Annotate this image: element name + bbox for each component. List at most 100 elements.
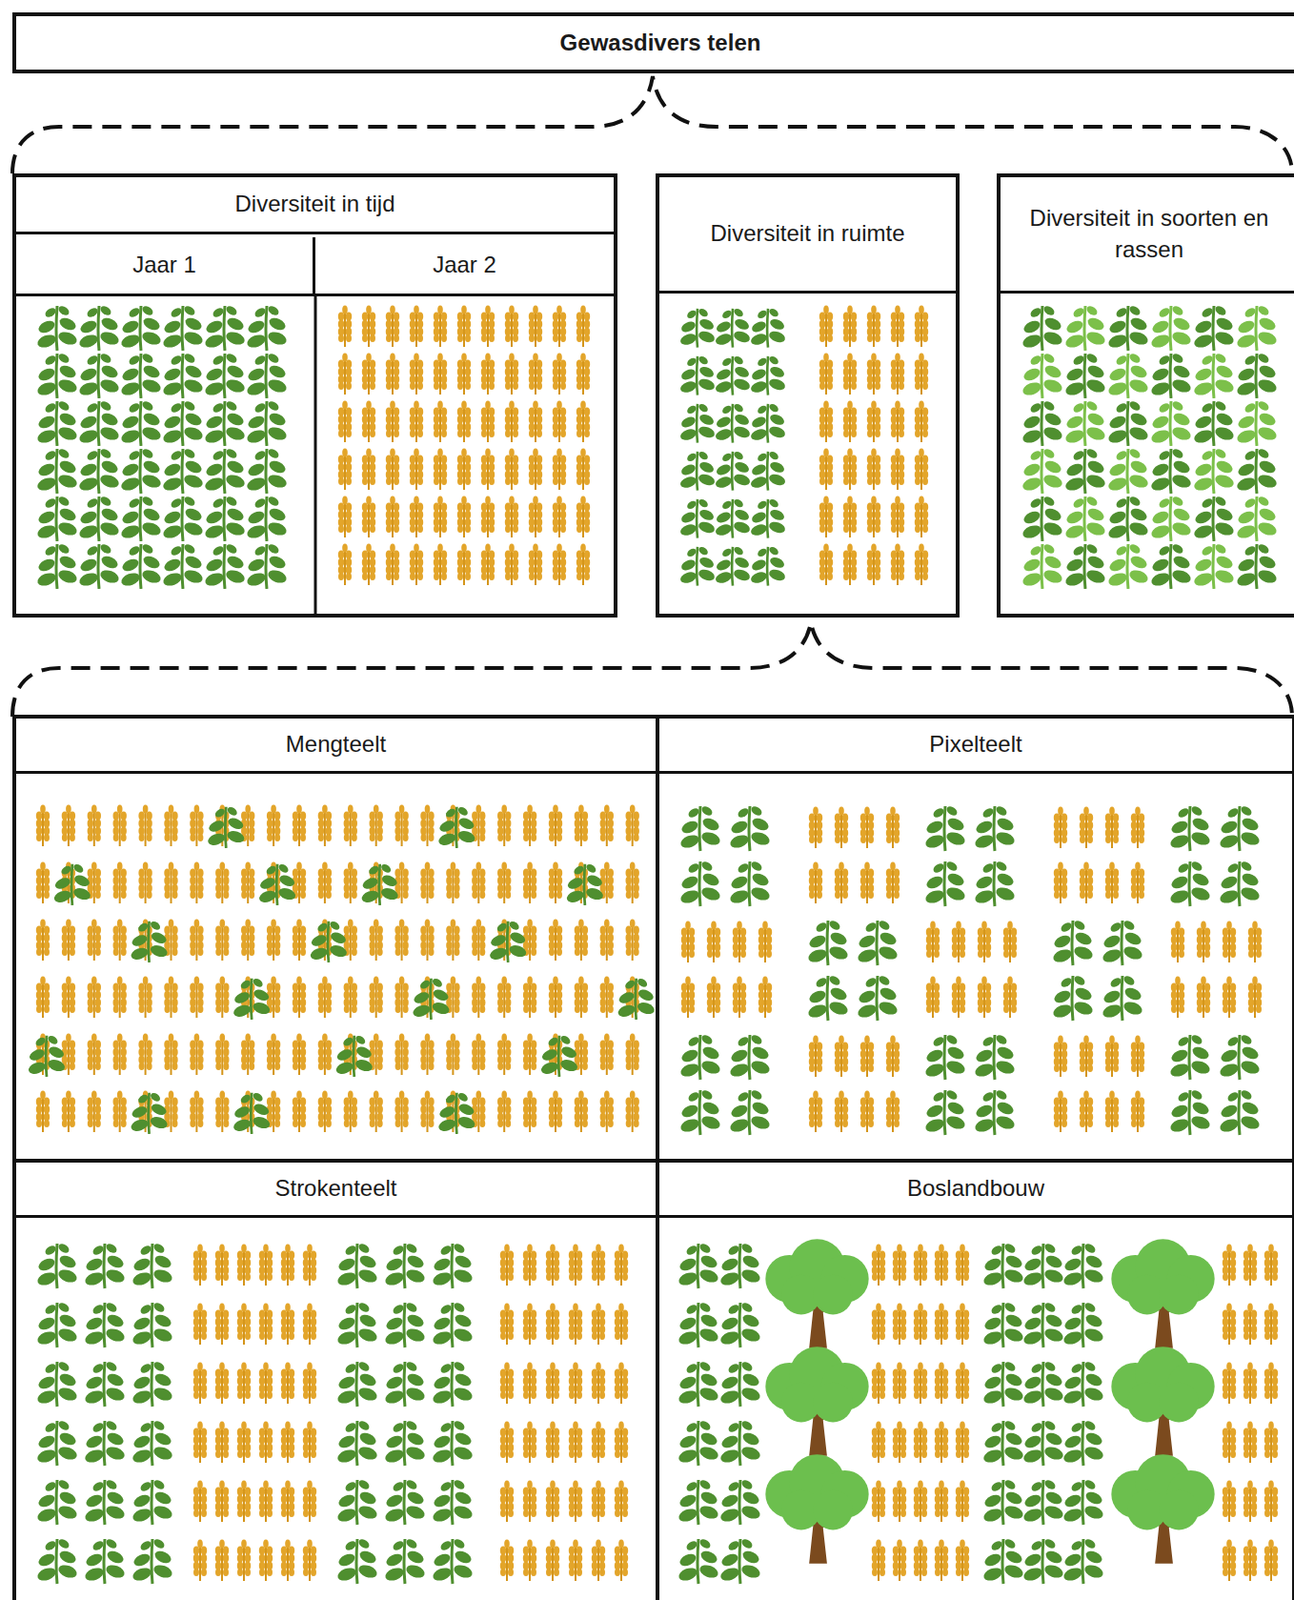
wheat-plant: [1222, 921, 1236, 964]
wheat-plant: [548, 805, 563, 848]
wheat-plant: [193, 1244, 207, 1287]
wheat-plant: [420, 862, 434, 905]
wheat-plant: [860, 807, 874, 850]
wheat-plant: [1105, 1091, 1119, 1133]
wheat-plant: [545, 1539, 560, 1582]
bean-plant: [1022, 1300, 1066, 1348]
bean-plant: [1101, 918, 1145, 966]
bean-plant: [1064, 399, 1108, 446]
wheat-plant: [433, 353, 447, 396]
wheat-plant: [626, 805, 640, 848]
bean-plant: [336, 1241, 380, 1289]
wheat-plant: [481, 496, 495, 539]
bean-plant: [1064, 303, 1108, 351]
bean-plant: [161, 303, 205, 351]
wheat-plant: [362, 496, 376, 539]
tree-icon: [765, 1346, 869, 1456]
tree-icon: [1111, 1454, 1214, 1564]
bean-plant: [1235, 446, 1279, 494]
wheat-plant: [369, 976, 384, 1019]
wheat-plant: [890, 544, 905, 587]
wheat-plant: [552, 448, 567, 491]
wheat-plant: [913, 1539, 928, 1582]
bean-plant: [131, 1536, 175, 1584]
bean-plant: [360, 862, 400, 906]
wheat-plant: [189, 805, 203, 848]
bean-plant: [1192, 399, 1236, 446]
wheat-plant: [266, 805, 281, 848]
bean-plant: [131, 1300, 175, 1348]
bean-plant: [678, 449, 716, 490]
wheat-plant: [871, 1539, 886, 1582]
wheat-plant: [433, 401, 447, 444]
box-header: Diversiteit in soorten en rassen: [1000, 177, 1294, 294]
bean-plant: [1062, 1477, 1106, 1525]
wheat-plant: [951, 976, 966, 1019]
wheat-plant: [420, 919, 434, 962]
wheat-plant: [36, 976, 50, 1019]
bean-plant: [677, 1359, 721, 1407]
bean-plant: [565, 862, 605, 906]
wheat-plant: [420, 805, 434, 848]
bean-plant: [232, 1091, 272, 1134]
wheat-plant: [433, 544, 447, 587]
bean-plant: [120, 446, 163, 494]
wheat-plant: [576, 305, 590, 348]
wheat-plant: [281, 1480, 295, 1523]
wheat-plant: [338, 353, 352, 396]
wheat-plant: [369, 919, 384, 962]
wheat-plant: [552, 305, 567, 348]
bean-plant: [431, 1418, 475, 1466]
box-header: Jaar 2: [315, 237, 614, 297]
bean-plant: [245, 351, 289, 399]
bean-plant: [411, 976, 451, 1020]
wheat-plant: [871, 1244, 886, 1287]
wheat-plant: [1243, 1539, 1257, 1582]
wheat-plant: [292, 1091, 306, 1133]
wheat-plant: [955, 1539, 970, 1582]
bean-plant: [1062, 1536, 1106, 1584]
bean-plant: [36, 1359, 80, 1407]
wheat-plant: [409, 305, 424, 348]
bean-plant: [384, 1536, 427, 1584]
dashed-brace: [12, 622, 1293, 717]
wheat-plant: [552, 353, 567, 396]
box-label: Diversiteit in ruimte: [709, 218, 905, 249]
wheat-plant: [189, 976, 203, 1019]
wheat-plant: [808, 862, 823, 905]
bean-plant: [78, 351, 122, 399]
wheat-plant: [834, 1091, 849, 1133]
bean-plant: [713, 402, 751, 443]
box-label: Boslandbouw: [907, 1172, 1045, 1204]
bean-plant: [203, 351, 247, 399]
wheat-plant: [215, 1091, 229, 1133]
wheat-plant: [61, 976, 76, 1019]
wheat-plant: [215, 1303, 229, 1346]
wheat-plant: [523, 1480, 537, 1523]
wheat-plant: [574, 976, 588, 1019]
wheat-plant: [1003, 976, 1017, 1019]
bean-plant: [1107, 542, 1151, 589]
category-box: Mengteelt: [12, 714, 660, 1163]
wheat-plant: [576, 401, 590, 444]
wheat-plant: [369, 1091, 384, 1133]
wheat-plant: [626, 1033, 640, 1076]
wheat-plant: [843, 544, 857, 587]
wheat-plant: [934, 1539, 949, 1582]
wheat-plant: [707, 976, 721, 1019]
wheat-plant: [528, 353, 543, 396]
bean-plant: [677, 1241, 721, 1289]
wheat-plant: [237, 1480, 251, 1523]
wheat-plant: [614, 1244, 628, 1287]
bean-plant: [203, 446, 247, 494]
wheat-plant: [934, 1480, 949, 1523]
wheat-plant: [281, 1539, 295, 1582]
wheat-plant: [409, 401, 424, 444]
bean-plant: [807, 973, 850, 1021]
wheat-plant: [394, 1033, 408, 1076]
wheat-plant: [568, 1244, 583, 1287]
wheat-plant: [914, 496, 929, 539]
wheat-plant: [362, 353, 376, 396]
bean-plant: [336, 1477, 380, 1525]
